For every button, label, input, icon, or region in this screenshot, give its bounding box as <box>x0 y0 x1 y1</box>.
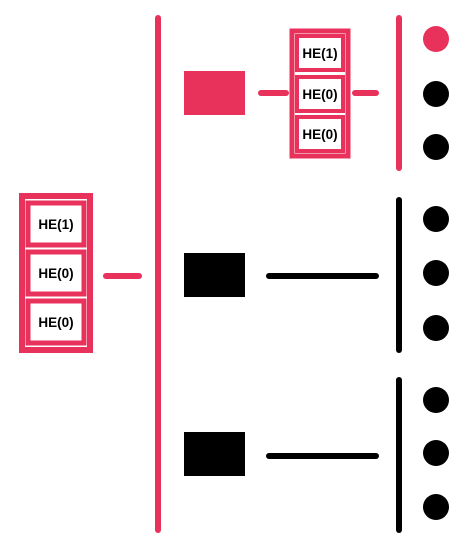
branch-3 <box>184 377 449 533</box>
branch-1-square <box>184 71 245 115</box>
branch-1-he-box-2 <box>295 75 345 113</box>
left-he-box-1 <box>25 200 87 248</box>
branch-1-he-label-3: HE(0) <box>302 127 337 142</box>
branch-1-he-stack-frame <box>289 28 351 159</box>
left-he-label-3: HE(0) <box>38 315 73 330</box>
left-he-stack-frame <box>19 193 93 353</box>
branch-3-square <box>184 432 245 476</box>
branch-3-output-dot-1 <box>423 387 449 413</box>
branch-2-output-dot-2 <box>423 260 449 286</box>
branch-2-output-dot-1 <box>423 206 449 232</box>
branch-2 <box>184 197 449 353</box>
branch-1-he-label-2: HE(0) <box>302 87 337 102</box>
branch-1-output-dot-2 <box>423 81 449 107</box>
left-he-box-2 <box>25 249 87 297</box>
branch-3-output-dot-3 <box>423 494 449 520</box>
branch-1-output-dot-3 <box>423 134 449 160</box>
branch-2-output-dot-3 <box>423 315 449 341</box>
branch-1-he-box-3 <box>295 115 345 153</box>
branch-1-output-dot-1 <box>423 26 449 52</box>
left-he-label-1: HE(1) <box>38 217 73 232</box>
branch-1-he-label-1: HE(1) <box>302 46 337 61</box>
branch-1-he-box-1 <box>295 34 345 72</box>
left-he-label-2: HE(0) <box>38 266 73 281</box>
left-he-box-3 <box>25 298 87 346</box>
branch-3-output-dot-2 <box>423 440 449 466</box>
left-he-stack: HE(1) HE(0) HE(0) <box>19 193 93 353</box>
branch-2-square <box>184 253 245 297</box>
branch-1: HE(1) HE(0) HE(0) <box>184 15 449 171</box>
